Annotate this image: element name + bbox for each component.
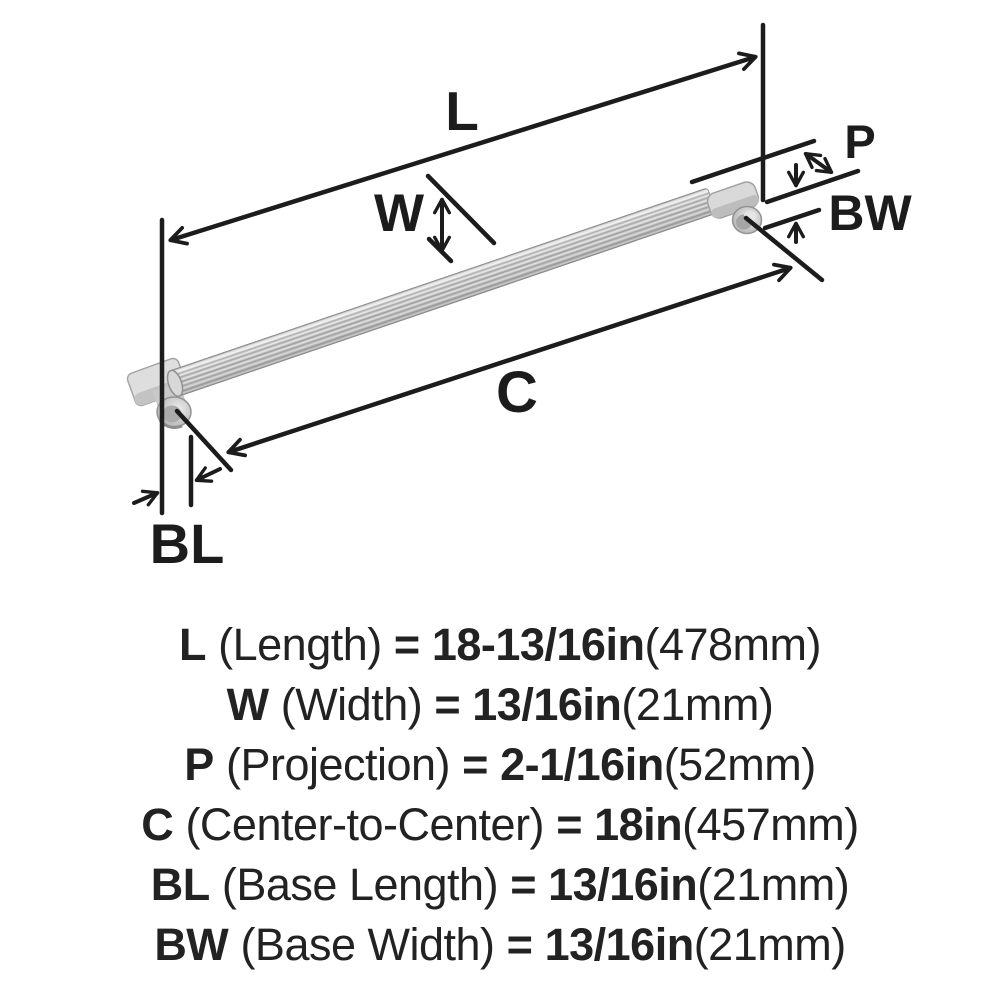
l-dimension-line: [168, 51, 758, 246]
spec-name: (Center-to-Center): [185, 799, 545, 850]
spec-metric: (21mm): [697, 859, 850, 910]
spec-metric: (21mm): [621, 679, 774, 730]
bl-pointer-arrow-left: [132, 489, 160, 507]
label-base-width: BW: [828, 185, 912, 241]
bl-pointer-arrow-right: [194, 466, 222, 483]
spec-label: P: [184, 739, 214, 790]
p-boundary-line-upper: [689, 138, 817, 185]
label-length: L: [445, 80, 479, 142]
spec-equals: =: [506, 919, 533, 970]
label-center-to-center: C: [496, 360, 538, 425]
spec-equals: =: [510, 859, 536, 910]
spec-label: BL: [150, 859, 211, 910]
spec-equals: =: [462, 739, 488, 790]
c-tick-right: [743, 215, 825, 283]
spec-name: (Base Width): [240, 919, 495, 970]
spec-label: BW: [154, 919, 229, 970]
c-dimension-line: [226, 262, 793, 458]
spec-row-width: W(Width)=13/16in(21mm): [0, 675, 1000, 735]
spec-equals: =: [434, 679, 461, 730]
spec-equals: =: [556, 799, 582, 850]
spec-name: (Length): [218, 619, 382, 670]
spec-label: C: [141, 799, 174, 850]
spec-value: 13/16in: [548, 859, 698, 910]
spec-list: L(Length)=18-13/16in(478mm) W(Width)=13/…: [0, 615, 1000, 975]
spec-name: (Width): [280, 679, 423, 730]
spec-equals: =: [393, 619, 420, 670]
dimension-lines: [132, 22, 861, 516]
spec-row-center-to-center: C(Center-to-Center)=18in(457mm): [0, 795, 1000, 855]
p-boundary-line-lower: [764, 168, 861, 205]
spec-value: 13/16in: [544, 919, 695, 970]
spec-row-base-length: BL(Base Length)=13/16in(21mm): [0, 855, 1000, 915]
spec-label: W: [226, 679, 269, 730]
spec-metric: (457mm): [682, 799, 859, 850]
spec-metric: (21mm): [693, 919, 847, 970]
spec-value: 18in: [594, 799, 683, 850]
spec-value: 13/16in: [472, 679, 622, 730]
spec-name: (Base Length): [221, 859, 499, 910]
spec-row-projection: P(Projection)=2-1/16in(52mm): [0, 735, 1000, 795]
p-dimension-arrow: [803, 151, 834, 175]
label-projection: P: [844, 115, 875, 168]
w-tick-upper: [425, 173, 497, 246]
spec-name: (Projection): [225, 739, 451, 790]
spec-value: 18-13/16in: [431, 619, 645, 670]
diagram-canvas: L W P BW C BL: [126, 22, 912, 575]
spec-row-base-width: BW(Base Width)=13/16in(21mm): [0, 915, 1000, 975]
spec-metric: (478mm): [644, 619, 821, 670]
label-base-length: BL: [150, 512, 225, 575]
spec-row-length: L(Length)=18-13/16in(478mm): [0, 615, 1000, 675]
spec-metric: (52mm): [663, 739, 817, 790]
c-tick-left: [174, 408, 234, 473]
label-width: W: [374, 184, 424, 243]
bw-boundary-line: [762, 207, 822, 231]
spec-label: L: [179, 619, 207, 670]
spec-value: 2-1/16in: [500, 739, 664, 790]
